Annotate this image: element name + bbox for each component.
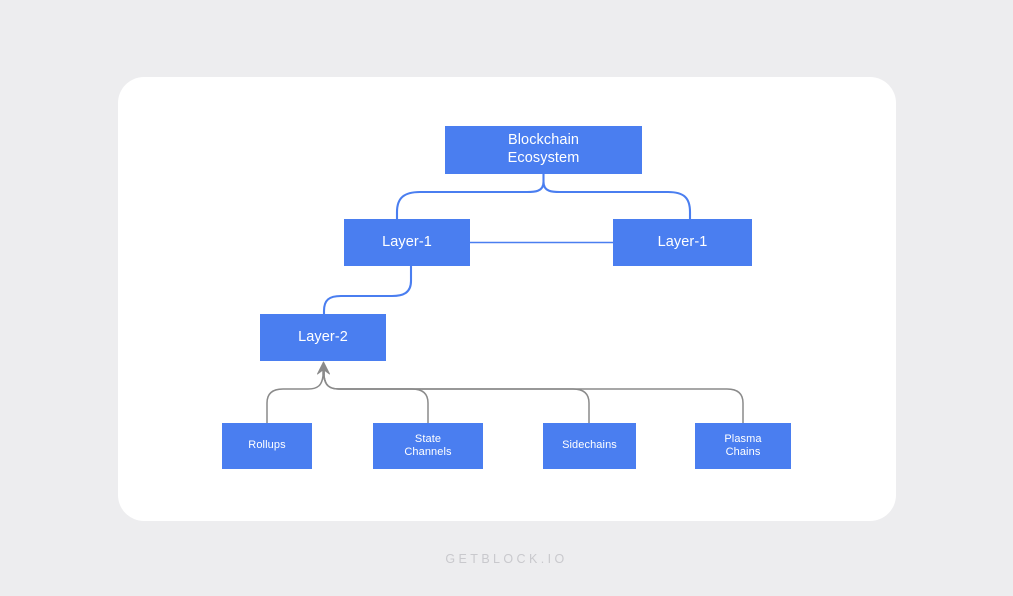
node-blockchain-ecosystem-label: Blockchain Ecosystem xyxy=(507,132,580,166)
node-layer1-left[interactable]: Layer-1 xyxy=(344,219,470,266)
node-rollups-label: Rollups xyxy=(248,439,286,452)
node-blockchain-ecosystem[interactable]: Blockchain Ecosystem xyxy=(445,126,642,174)
node-layer2-label: Layer-2 xyxy=(298,328,348,345)
node-state-channels[interactable]: State Channels xyxy=(373,423,483,469)
node-state-channels-label: State Channels xyxy=(404,432,452,458)
node-layer2[interactable]: Layer-2 xyxy=(260,314,386,361)
node-plasma-chains-label: Plasma Chains xyxy=(724,432,762,458)
node-layer1-left-label: Layer-1 xyxy=(382,233,432,250)
node-layer1-right-label: Layer-1 xyxy=(657,233,708,250)
node-layer1-right[interactable]: Layer-1 xyxy=(613,219,752,266)
node-plasma-chains[interactable]: Plasma Chains xyxy=(695,423,791,469)
footer-brand: GETBLOCK.IO xyxy=(445,552,568,566)
node-sidechains-label: Sidechains xyxy=(562,439,617,452)
node-rollups[interactable]: Rollups xyxy=(222,423,312,469)
node-sidechains[interactable]: Sidechains xyxy=(543,423,636,469)
